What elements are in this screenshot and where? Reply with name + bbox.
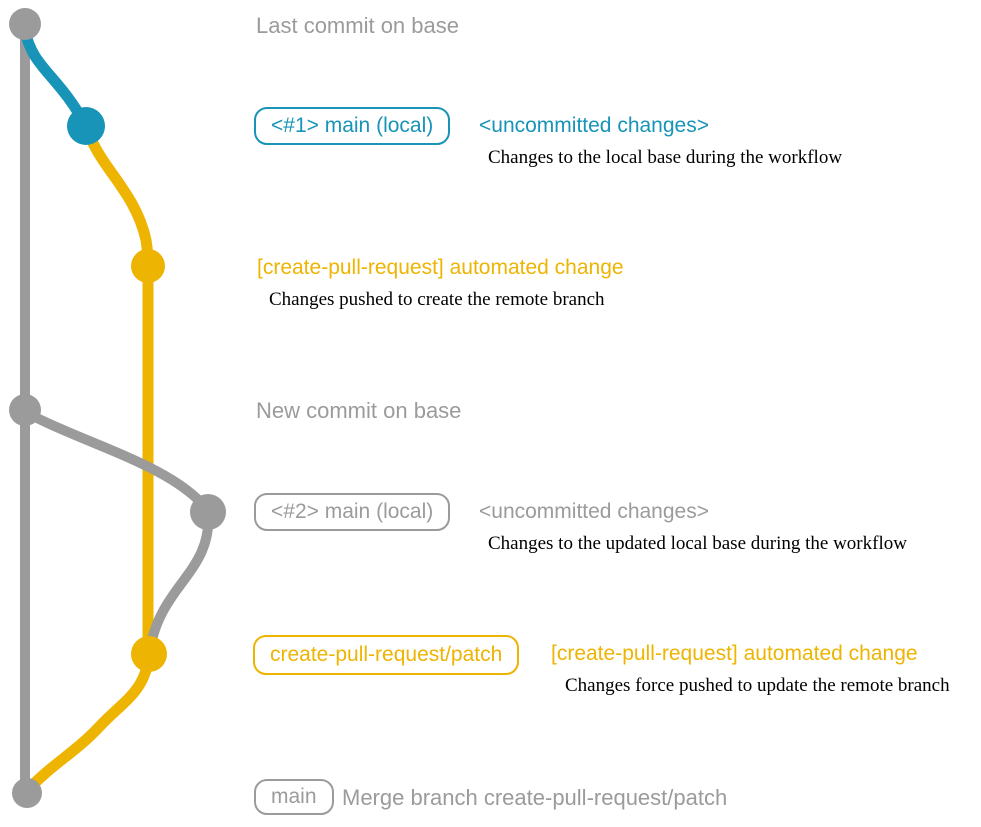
commit-dot-last-base (9, 8, 41, 40)
commit-dot-merge (12, 778, 42, 808)
commit-description-uncommitted-1: Changes to the local base during the wor… (488, 147, 843, 168)
branch-badge-create-pull-request-patch: create-pull-request/patch (253, 635, 520, 675)
merge-curve-yellow (22, 648, 155, 796)
commit-dot-patch-1 (131, 249, 165, 283)
branch-badge-label: create-pull-request/patch (270, 643, 503, 666)
branch-badge-label: main (271, 785, 317, 808)
commit-heading-uncommitted-2: <uncommitted changes> (479, 500, 709, 523)
commit-description-uncommitted-2: Changes to the updated local base during… (488, 533, 907, 554)
branch-merge-curve-gray (145, 507, 214, 655)
note-new-commit-on-base: New commit on base (256, 398, 462, 423)
branch-badge-label: <#2> main (local) (271, 500, 434, 523)
commit-dot-local-main-2 (190, 494, 226, 530)
branch-line-yellow (80, 120, 154, 660)
commit-dot-local-main-1 (67, 107, 105, 145)
base-to-branch-curve-gray (20, 407, 211, 513)
note-last-commit-on-base: Last commit on base (256, 13, 459, 38)
branch-badge-main-local-2: <#2> main (local) (254, 493, 451, 531)
commit-heading-merge-branch: Merge branch create-pull-request/patch (342, 785, 728, 810)
commit-dot-patch-2 (131, 636, 167, 672)
branch-badge-main: main (254, 779, 334, 815)
commit-description-automated-change-1: Changes pushed to create the remote bran… (269, 289, 605, 310)
commit-dot-new-base (9, 394, 41, 426)
git-graph (9, 8, 226, 808)
commit-heading-automated-change-2: [create-pull-request] automated change (551, 642, 918, 665)
branch-badge-main-local-1: <#1> main (local) (254, 107, 451, 145)
commit-heading-automated-change-1: [create-pull-request] automated change (257, 256, 624, 279)
commit-heading-uncommitted-1: <uncommitted changes> (479, 114, 709, 137)
branch-badge-label: <#1> main (local) (271, 114, 434, 137)
commit-description-automated-change-2: Changes force pushed to update the remot… (565, 675, 950, 696)
